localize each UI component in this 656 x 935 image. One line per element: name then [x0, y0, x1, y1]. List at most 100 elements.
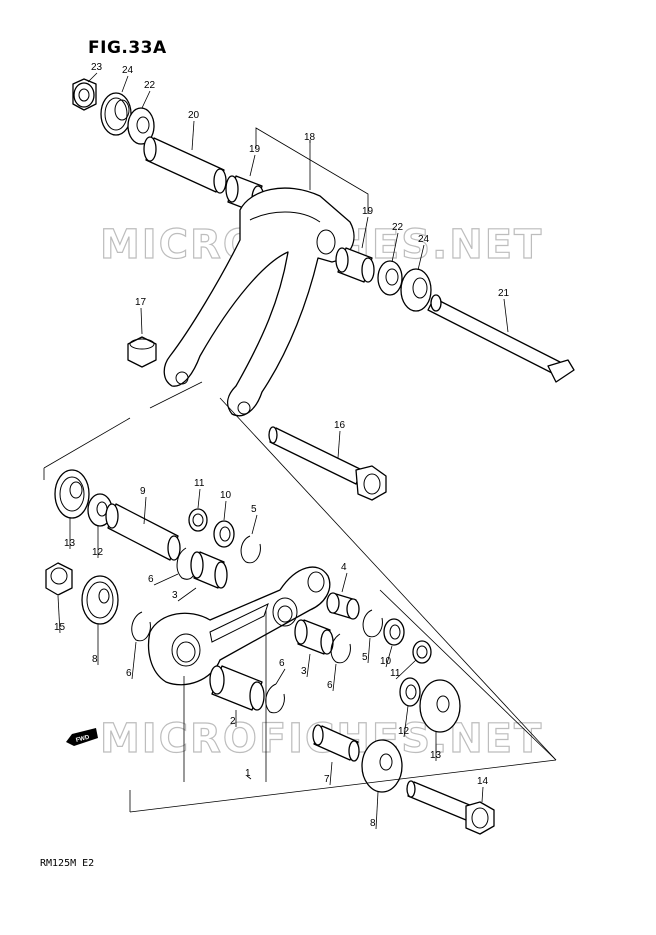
part-3-bearing-a [190, 551, 228, 589]
callout-9: 9 [140, 486, 146, 497]
model-code: RM125M E2 [40, 858, 95, 869]
callout-leader-14 [481, 786, 484, 803]
callout-6: 6 [327, 680, 333, 691]
callout-leader-5 [251, 514, 258, 535]
callout-11: 11 [390, 668, 401, 679]
callout-10: 10 [380, 656, 392, 667]
callout-5: 5 [251, 504, 257, 515]
callout-11: 11 [194, 478, 205, 489]
callout-6: 6 [148, 574, 154, 585]
part-23-nut [72, 78, 97, 111]
callout-leader-6 [153, 573, 179, 586]
callout-15: 15 [54, 622, 66, 633]
part-3-bearing-b [294, 619, 334, 655]
part-10-seal-b [383, 618, 405, 646]
callout-22: 22 [144, 80, 156, 91]
callout-13: 13 [64, 538, 76, 549]
callout-16: 16 [334, 420, 346, 431]
callout-leader-20 [191, 120, 195, 151]
callout-8: 8 [92, 654, 98, 665]
callout-leader-1 [246, 775, 252, 780]
part-21-bolt [427, 294, 575, 383]
callout-leader-15 [57, 595, 61, 634]
callout-1: 1 [245, 768, 251, 779]
callout-2: 2 [230, 716, 236, 727]
callout-14: 14 [477, 776, 489, 787]
callout-18: 18 [304, 132, 316, 143]
callout-leader-4 [341, 572, 348, 593]
callout-17: 17 [135, 297, 147, 308]
svg-text:FWD: FWD [75, 735, 90, 744]
part-6-clip-d [265, 683, 285, 714]
callout-leader-5 [367, 637, 371, 664]
callout-leader-16 [337, 430, 341, 459]
callout-leader-22 [141, 90, 151, 109]
callout-7: 7 [324, 774, 330, 785]
part-11-cap-b [412, 640, 432, 664]
part-13-washer-b [419, 679, 461, 733]
part-22-ring [127, 107, 155, 145]
part-20-collar [143, 136, 227, 194]
callout-12: 12 [398, 726, 410, 737]
callout-24: 24 [122, 65, 134, 76]
callout-20: 20 [188, 110, 200, 121]
part-24-washer-b [400, 268, 432, 312]
callout-3: 3 [301, 666, 307, 677]
callout-leader-6 [332, 663, 337, 692]
part-22-ring-b [377, 260, 403, 296]
leader-lines-upper [43, 127, 557, 761]
part-9-collar [105, 503, 181, 561]
callout-leader-19 [361, 216, 369, 249]
callout-3: 3 [172, 590, 178, 601]
callout-6: 6 [126, 668, 132, 679]
callout-leader-6 [275, 668, 286, 685]
callout-leader-7 [329, 761, 333, 786]
callout-5: 5 [362, 652, 368, 663]
part-11-cap-a [188, 508, 208, 532]
callout-leader-19 [249, 154, 256, 177]
callout-leader-11 [197, 488, 201, 509]
part-17-nut [127, 336, 157, 368]
fwd-arrow-icon: FWD [66, 728, 98, 746]
callout-12: 12 [92, 547, 104, 558]
part-7-collar [312, 724, 360, 762]
callout-19: 19 [362, 206, 374, 217]
figure-title: FIG.33A [88, 38, 167, 58]
part-13-washer [54, 469, 90, 519]
callout-leader-3 [306, 653, 311, 678]
callout-4: 4 [341, 562, 347, 573]
callout-21: 21 [498, 288, 510, 299]
part-6-clip-c [330, 633, 351, 664]
part-10-seal-a [213, 520, 235, 548]
part-15-nut [45, 562, 73, 596]
part-16-bolt [268, 426, 387, 501]
part-14-bolt [406, 780, 495, 835]
callout-leader-23 [87, 72, 98, 83]
part-5-ring-b [362, 609, 383, 638]
callout-leader-9 [143, 496, 147, 525]
part-2-bearing [209, 665, 265, 711]
part-6-clip-b [131, 611, 151, 642]
callout-23: 23 [91, 62, 103, 73]
part-24-washer [100, 92, 132, 136]
part-8-washer-b [361, 739, 403, 793]
callout-10: 10 [220, 490, 232, 501]
callout-leader-6 [131, 641, 137, 680]
callout-leader-17 [140, 307, 143, 335]
callout-22: 22 [392, 222, 404, 233]
part-5-ring-a [240, 535, 261, 564]
callout-leader-3 [177, 587, 197, 602]
callout-13: 13 [430, 750, 442, 761]
part-8-washer-a [81, 575, 119, 625]
callout-leader-10 [223, 500, 227, 521]
part-12-ring-b [399, 677, 421, 707]
callout-leader-21 [503, 298, 509, 333]
callout-8: 8 [370, 818, 376, 829]
part-19-bearing-b [335, 247, 375, 283]
callout-leader-24 [417, 244, 425, 271]
callout-leader-22 [391, 232, 399, 263]
callout-leader-8 [375, 791, 379, 830]
